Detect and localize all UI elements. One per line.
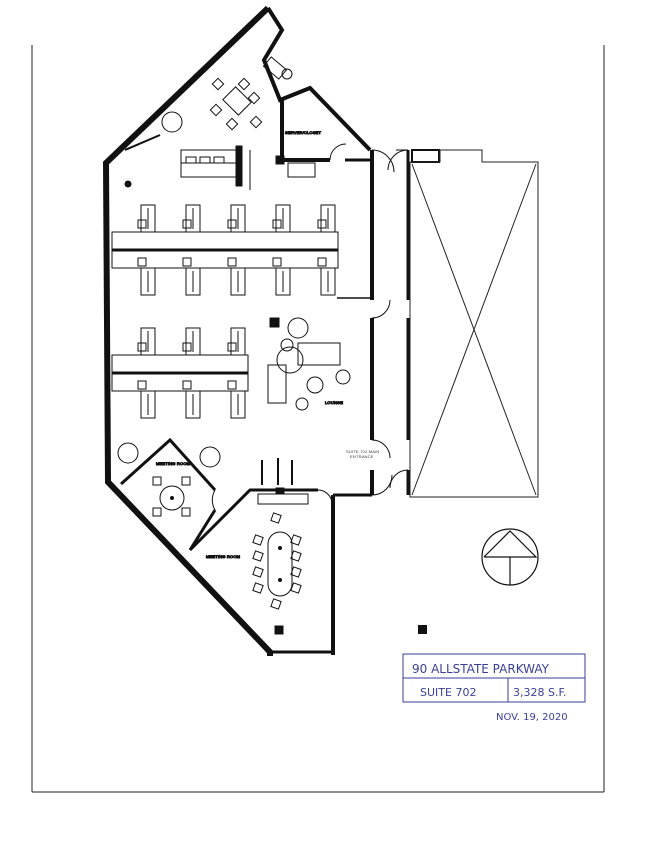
workstation	[275, 267, 291, 296]
chair	[270, 598, 282, 610]
chair	[182, 219, 192, 229]
workstation	[230, 204, 246, 233]
chair	[227, 380, 237, 390]
address-text: 90 ALLSTATE PARKWAY	[412, 662, 550, 676]
workstation	[275, 204, 291, 233]
title-block	[402, 653, 586, 703]
chair	[252, 550, 264, 562]
north-arrow-icon	[481, 528, 539, 586]
workstation	[140, 390, 156, 419]
workstation	[230, 267, 246, 296]
chair	[252, 566, 264, 578]
building-core	[409, 149, 539, 498]
workstation	[320, 204, 336, 233]
server-closet-label: SERVER/CLOSET	[285, 130, 321, 135]
chair	[290, 534, 302, 546]
reception-area	[124, 111, 251, 190]
chair	[227, 342, 237, 352]
chair	[182, 257, 192, 267]
small-meeting-room-label: MEETING ROOM	[156, 461, 190, 466]
chair	[137, 219, 147, 229]
workstation	[230, 327, 246, 356]
workstation	[320, 267, 336, 296]
chair	[137, 257, 147, 267]
lounge-label: LOUNGE	[325, 400, 343, 405]
chair	[290, 566, 302, 578]
exterior-walls	[102, 5, 410, 656]
chair	[272, 219, 282, 229]
small-meeting-room: MEETING ROOM	[117, 437, 221, 551]
chair	[182, 342, 192, 352]
dining-table	[209, 56, 293, 131]
area-text: 3,328 S.F.	[513, 686, 567, 699]
chair	[227, 219, 237, 229]
large-meeting-room: MEETING ROOM	[188, 458, 333, 635]
workstation	[230, 390, 246, 419]
server-closet: SERVER/CLOSET	[275, 100, 370, 178]
chair	[317, 219, 327, 229]
workstation-clusters	[111, 204, 339, 419]
column-marker	[418, 625, 427, 634]
chair	[272, 257, 282, 267]
chair	[252, 582, 264, 594]
chair	[227, 257, 237, 267]
workstation	[185, 267, 201, 296]
chair	[252, 534, 264, 546]
date-text: NOV. 19, 2020	[496, 712, 568, 723]
chair	[290, 550, 302, 562]
door-swings	[371, 149, 440, 496]
chair	[317, 257, 327, 267]
large-meeting-room-label: MEETING ROOM	[206, 554, 240, 559]
suite-text: SUITE 702	[420, 686, 476, 699]
workstation	[140, 267, 156, 296]
chair	[290, 582, 302, 594]
chair	[137, 342, 147, 352]
workstation	[140, 204, 156, 233]
workstation	[185, 327, 201, 356]
main-entrance-label-2: ENTRANCE	[350, 454, 374, 459]
workstation	[185, 204, 201, 233]
lounge-furniture: LOUNGE	[267, 317, 351, 411]
chair	[182, 380, 192, 390]
chair	[137, 380, 147, 390]
chair	[270, 512, 282, 524]
main-entrance-label-1: SUITE 702 MAIN	[346, 449, 379, 454]
workstation	[185, 390, 201, 419]
page-border	[31, 45, 605, 793]
workstation	[140, 327, 156, 356]
